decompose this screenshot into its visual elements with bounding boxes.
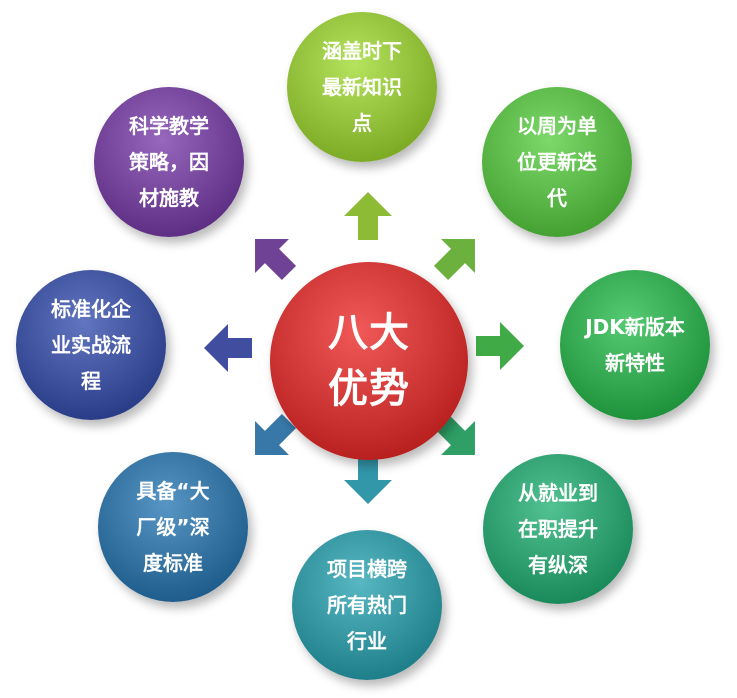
arrow-top-right: [430, 228, 486, 284]
node-top-left-line: 科学教学: [129, 114, 209, 138]
node-left-line: 业实战流: [51, 333, 131, 357]
node-top-line: 最新知识: [322, 75, 402, 99]
arrow-shape-top: [344, 192, 392, 240]
node-top: 涵盖时下 最新知识 点: [287, 12, 437, 162]
arrow-shape-left: [204, 324, 252, 372]
node-left: 标准化企 业实战流 程: [16, 270, 166, 420]
arrow-bottom-left: [244, 410, 300, 466]
node-bottom-left-line: 度标准: [143, 551, 203, 575]
node-bottom-line: 所有热门: [327, 593, 407, 617]
node-left-line: 程: [81, 369, 101, 393]
node-top-right: 以周为单 位更新迭 代: [482, 87, 632, 237]
node-top-left-line: 材施教: [139, 186, 199, 210]
node-top-right-line: 以周为单: [517, 114, 597, 138]
center-node: 八大 优势: [270, 262, 468, 460]
node-top-right-line: 代: [547, 186, 567, 210]
node-bottom-left: 具备“大 厂级”深 度标准: [98, 452, 248, 602]
node-bottom-right: 从就业到 在职提升 有纵深: [483, 454, 633, 604]
node-right-line: JDK新版本: [585, 315, 685, 339]
center-label-line: 优势: [328, 366, 410, 412]
arrow-shape-bottom-left: [255, 413, 297, 455]
arrow-left: [200, 320, 256, 376]
arrow-top: [340, 188, 396, 244]
node-left-line: 标准化企: [51, 297, 131, 321]
arrow-right: [472, 318, 528, 374]
node-right-line: 新特性: [605, 351, 665, 375]
node-bottom: 项目横跨 所有热门 行业: [292, 530, 442, 680]
center-label-line: 八大: [328, 310, 410, 356]
node-top-left: 科学教学 策略，因 材施教: [94, 87, 244, 237]
arrow-shape-top-right: [433, 239, 475, 281]
node-bottom-right-line: 有纵深: [528, 553, 588, 577]
node-bottom-left-line: 厂级”深: [136, 515, 210, 539]
node-right: JDK新版本 新特性: [560, 270, 710, 420]
node-top-left-line: 策略，因: [129, 150, 209, 174]
node-top-line: 涵盖时下: [322, 39, 402, 63]
node-top-right-line: 位更新迭: [517, 150, 597, 174]
arrow-shape-right: [476, 322, 524, 370]
node-bottom-left-line: 具备“大: [136, 479, 210, 503]
node-bottom-line: 项目横跨: [327, 557, 407, 581]
arrow-shape-top-left: [255, 239, 297, 281]
arrow-bottom: [340, 452, 396, 508]
arrow-shape-bottom: [344, 456, 392, 504]
node-bottom-right-line: 在职提升: [518, 517, 598, 541]
arrow-top-left: [244, 228, 300, 284]
node-bottom-line: 行业: [347, 629, 387, 653]
center-label: 八大 优势: [328, 305, 410, 417]
node-top-line: 点: [352, 111, 372, 135]
node-bottom-right-line: 从就业到: [518, 481, 598, 505]
